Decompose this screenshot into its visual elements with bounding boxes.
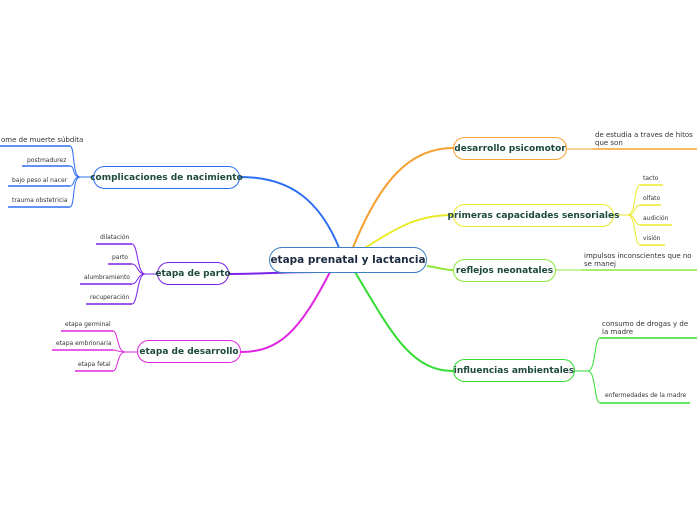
leaf-parto[interactable]: parto — [112, 254, 128, 261]
topic-reflejos-neonatales[interactable]: reflejos neonatales — [453, 259, 556, 282]
leaf-dilatacion[interactable]: dilatación — [100, 234, 130, 241]
leaf-alumbramiento[interactable]: alumbramiento — [84, 274, 130, 281]
leaf-olfato[interactable]: olfato — [643, 195, 661, 202]
leaf-audicion[interactable]: audición — [643, 215, 669, 222]
topic-complicaciones-de-nacimiento[interactable]: complicaciones de nacimiento — [90, 166, 243, 189]
leaf-impulsos[interactable]: impulsos inconscientes que no se manej — [584, 252, 692, 268]
leaf-consumo-drogas[interactable]: consumo de drogas y de la madre — [602, 320, 689, 336]
topic-influencias-ambientales[interactable]: influencias ambientales — [453, 359, 575, 382]
leaf-trauma-obstetricia[interactable]: trauma obstetricia — [12, 197, 68, 204]
topic-etapa-de-desarrollo[interactable]: etapa de desarrollo — [137, 340, 241, 363]
leaf-postmadurez[interactable]: postmadurez — [27, 157, 67, 164]
leaf-enfermedades[interactable]: enfermedades de la madre — [605, 392, 687, 399]
leaf-etapa-fetal[interactable]: etapa fetal — [78, 361, 111, 368]
leaf-tacto[interactable]: tacto — [643, 175, 659, 182]
leaf-recuperacion[interactable]: recuperación — [90, 294, 130, 301]
central-topic[interactable]: etapa prenatal y lactancia — [269, 247, 427, 273]
leaf-vision[interactable]: visión — [643, 235, 661, 242]
leaf-bajo-peso[interactable]: bajo peso al nacer — [12, 177, 68, 184]
topic-primeras-capacidades-sensoriales[interactable]: primeras capacidades sensoriales — [448, 204, 619, 227]
topic-desarrollo-psicomotor[interactable]: desarrollo psicomotor — [453, 137, 567, 160]
leaf-hitos[interactable]: de estudia a traves de hitos que son — [595, 131, 693, 147]
leaf-etapa-germinal[interactable]: etapa germinal — [65, 321, 111, 328]
topic-etapa-de-parto[interactable]: etapa de parto — [155, 262, 231, 285]
leaf-muerte-subita[interactable]: ome de muerte súbdita — [1, 136, 84, 144]
leaf-etapa-embrionaria[interactable]: etapa embrionaria — [56, 340, 112, 347]
